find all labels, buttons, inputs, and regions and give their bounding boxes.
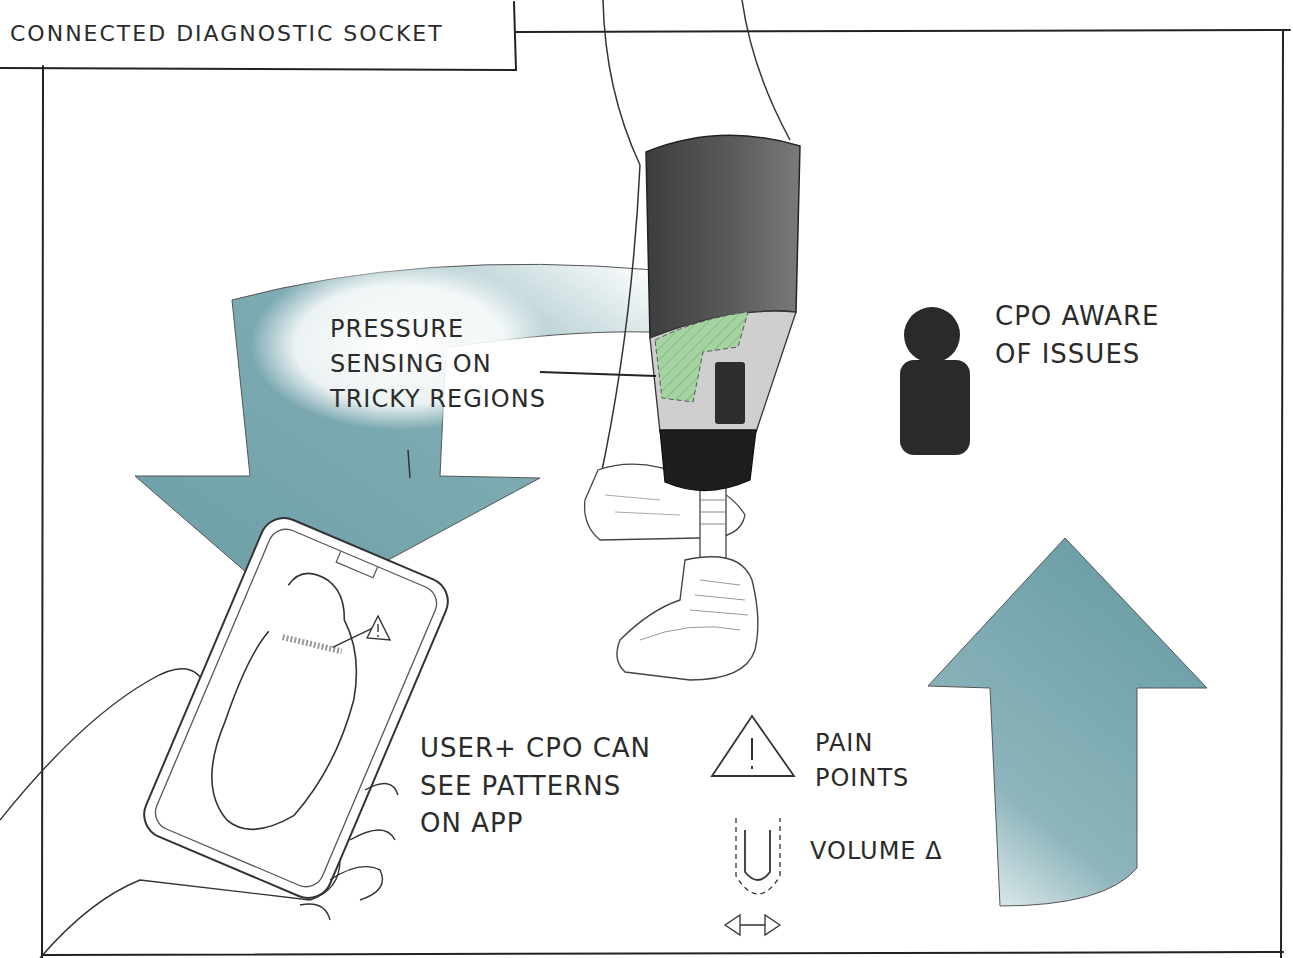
shoe-detail [605,495,680,515]
residual-limb-map [188,563,397,850]
volume-outline [736,818,780,894]
warning-mark [377,624,378,637]
pain-point-mark [751,738,753,769]
legend-label: PAIN POINTS [815,726,935,796]
panel-title: CONNECTED DIAGNOSTIC SOCKET [10,18,444,50]
volume-change-arrows [725,915,780,935]
flow-arrow-up [928,538,1207,906]
callout-text: PRESSURE SENSING ON TRICKY REGIONS [330,312,570,416]
socket-window [650,311,796,432]
shoe-front [617,557,758,680]
cpo-body [900,360,970,455]
pylon-adapter [700,500,726,524]
frame-top [516,30,1290,32]
pressure-hotspot [283,628,342,661]
shoe-laces [640,580,748,640]
pain-point-symbol [712,716,794,776]
sound-leg-line [600,165,640,480]
legend-label: VOLUME Δ [810,834,1030,869]
sensor-pad [715,362,745,424]
phone-screen [150,524,442,893]
thigh-line [603,0,640,165]
socket-base [660,430,756,491]
flow-arrow-down [135,264,655,612]
pylon [700,488,726,560]
volume-symbol [745,830,770,880]
frame-right [1281,30,1283,958]
tick-mark [408,450,410,478]
fingers [300,784,398,920]
thigh-line [742,0,790,140]
legend-entry: VOLUME Δ [810,834,1030,869]
socket-shell [646,135,800,338]
phone-body [137,511,456,906]
frame-left [42,66,43,958]
frame-bottom [42,952,1283,955]
smartphone [137,511,456,906]
phone-notch [336,551,378,578]
legend-entry: PAIN POINTS [815,726,935,796]
actor-note: CPO AWARE OF ISSUES [995,298,1195,373]
title-tab [0,2,516,70]
leader-line [540,372,656,376]
warning-icon [367,616,390,640]
cpo-head [904,307,960,363]
app-note: USER+ CPO CAN SEE PATTERNS ON APP [420,730,655,843]
